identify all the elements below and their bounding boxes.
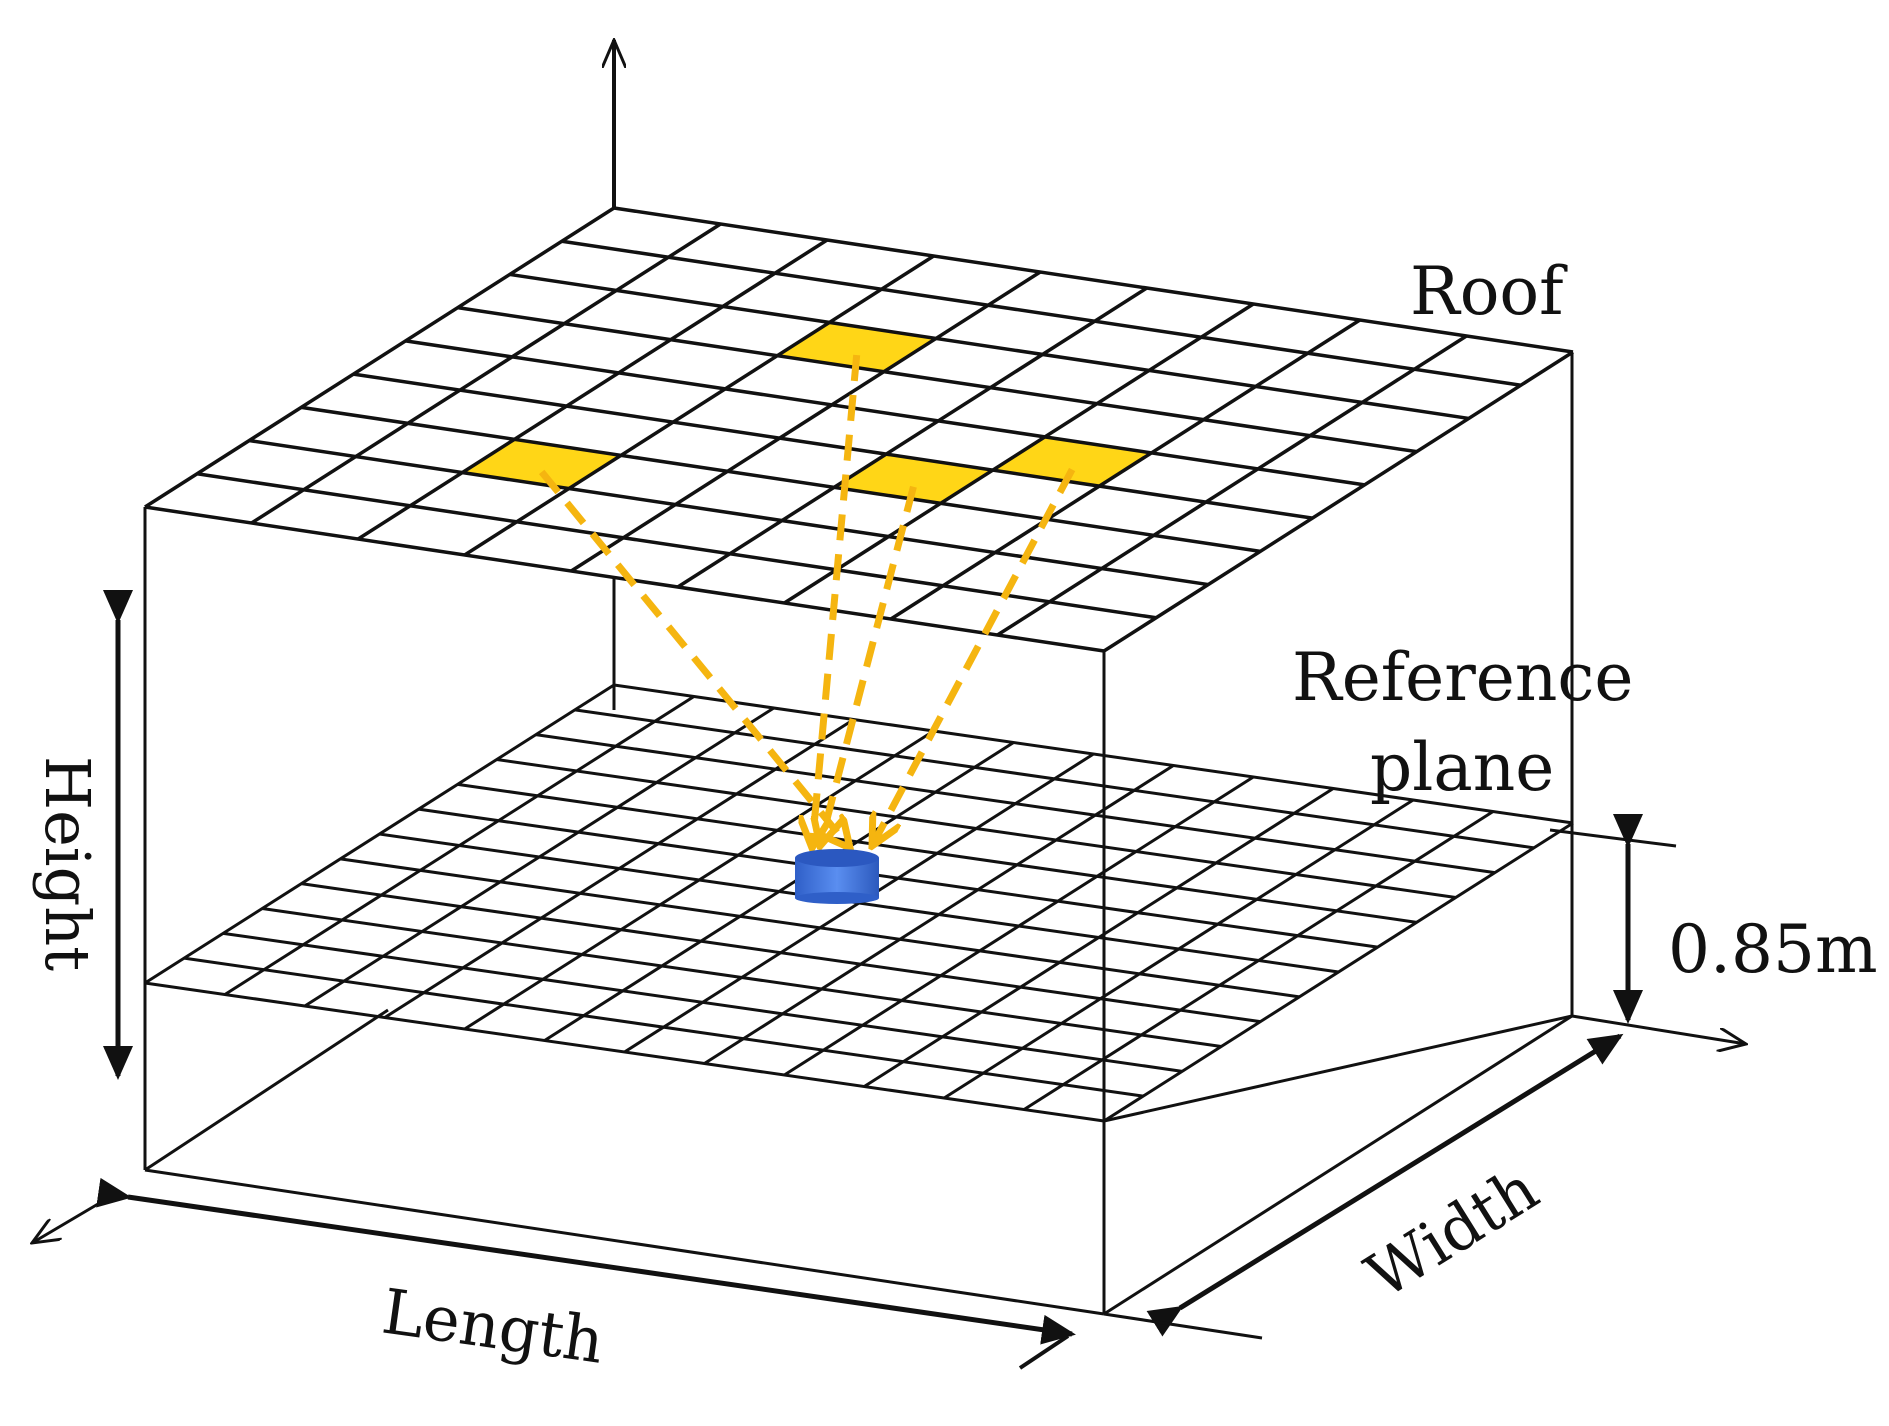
width-label: Width — [1353, 1152, 1550, 1313]
length-label: Length — [378, 1275, 608, 1378]
grid-line — [613, 206, 1574, 354]
grid-line — [250, 222, 722, 525]
length-dimension-arrow — [96, 1177, 1076, 1345]
grid-line — [783, 302, 1255, 605]
grid-line — [144, 206, 615, 509]
grid-line — [996, 334, 1468, 637]
offset-label: 0.85m — [1668, 911, 1878, 988]
grid-line — [457, 782, 1417, 924]
width-extension-line — [1103, 1312, 1263, 1340]
y-axis — [1571, 1014, 1746, 1044]
light-rays — [538, 354, 1076, 848]
x-axis — [32, 1189, 121, 1243]
light-ray — [538, 469, 850, 848]
roof-skylights — [462, 322, 1152, 504]
skylight-icon — [992, 436, 1152, 487]
light-ray — [872, 467, 1076, 847]
grid-line — [418, 807, 1378, 949]
reference-plane-label-line2: plane — [1370, 729, 1554, 806]
length-extension-line — [1018, 1334, 1070, 1370]
reference-plane-grid — [144, 683, 1574, 1123]
grid-line — [613, 683, 1574, 825]
skylight-icon — [777, 322, 936, 372]
sensor-icon — [795, 849, 879, 904]
grid-line — [509, 272, 1470, 421]
grid-line — [1103, 821, 1574, 1123]
grid-line — [1103, 350, 1574, 653]
height-label: Height — [31, 756, 104, 971]
reference-plane-label-line1: Reference — [1292, 639, 1633, 716]
roof-grid — [144, 206, 1574, 653]
grid-line — [535, 733, 1496, 875]
grid-line — [496, 758, 1456, 899]
grid-line — [248, 438, 1209, 587]
grid-line — [196, 472, 1157, 620]
roof-label: Roof — [1410, 253, 1568, 330]
grid-line — [457, 305, 1417, 454]
grid-line — [405, 339, 1365, 487]
reference-extension-line — [1549, 828, 1677, 848]
light-ray — [812, 354, 861, 848]
grid-line — [357, 238, 829, 541]
grid-line — [574, 708, 1535, 850]
grid-line — [463, 254, 935, 557]
grid-line — [353, 372, 1313, 520]
light-ray — [820, 485, 917, 846]
width-dimension-arrow — [1146, 1033, 1624, 1337]
grid-line — [301, 405, 1261, 554]
skylight-icon — [462, 439, 621, 489]
grid-line — [1023, 810, 1494, 1111]
skylight-icon — [834, 454, 993, 504]
grid-line — [783, 775, 1255, 1077]
grid-line — [144, 505, 1105, 653]
grid-line — [943, 798, 1414, 1100]
grid-line — [676, 286, 1148, 589]
grid-line — [561, 239, 1522, 387]
grid-line — [889, 318, 1361, 621]
grid-line — [863, 787, 1335, 1088]
grid-line — [570, 270, 1042, 573]
